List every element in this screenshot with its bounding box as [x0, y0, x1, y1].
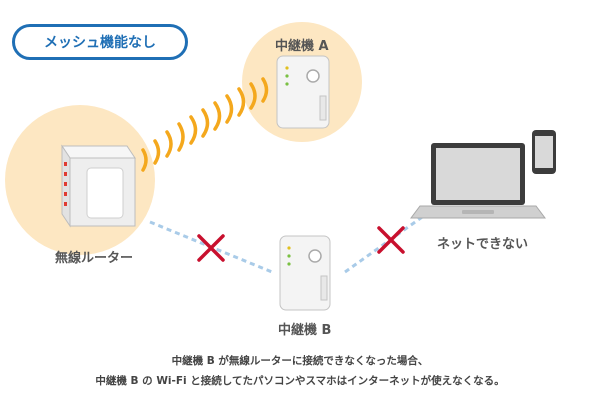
caption-line-2: 中継機 B の Wi-Fi と接続してたパソコンやスマホはインターネットが使えな… [95, 375, 505, 387]
cross-icon-left [197, 234, 225, 262]
caption-line-1: 中継機 B が無線ルーターに接続できなくなった場合、 [171, 355, 429, 367]
laptop-status-label: ネットできない [437, 237, 529, 252]
repeater-b-icon [279, 235, 331, 311]
link-repeater-b-to-laptop [344, 213, 426, 274]
repeater-b-label: 中継機 B [278, 323, 332, 338]
smartphone-icon [532, 130, 556, 174]
repeater-a-label: 中継機 A [275, 39, 329, 54]
repeater-a-icon [276, 55, 330, 129]
cross-icon-right [377, 226, 405, 254]
wifi-signal-arcs [141, 77, 269, 172]
laptop-icon [410, 143, 546, 219]
mesh-off-badge: メッシュ機能なし [12, 24, 188, 60]
router-icon [61, 144, 136, 228]
router-label: 無線ルーター [55, 251, 134, 266]
